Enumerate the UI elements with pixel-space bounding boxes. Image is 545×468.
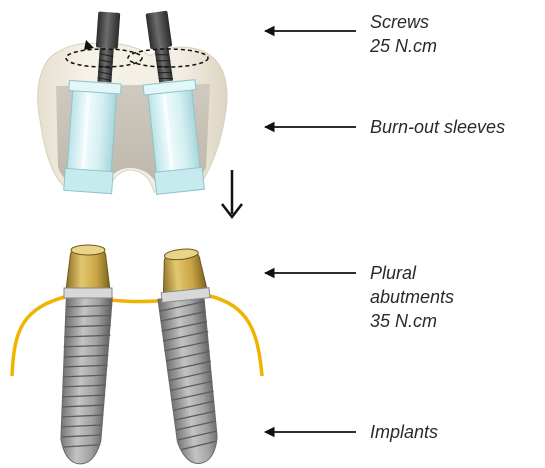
label-implants: Implants [370,420,438,444]
label-sleeves: Burn-out sleeves [370,115,505,139]
label-abutments-line1: Plural [370,261,454,285]
gum-line [12,296,262,376]
label-screws-name: Screws [370,10,437,34]
label-screws: Screws 25 N.cm [370,10,437,58]
label-abutments-line2: abutments [370,285,454,309]
label-screws-torque: 25 N.cm [370,34,437,58]
abutment-right [157,247,210,303]
implant-left [58,295,113,465]
down-arrow-icon [222,170,242,217]
abutment-left [64,245,112,298]
crown-assembly [38,11,227,195]
implant-assembly [12,245,262,466]
label-sleeves-name: Burn-out sleeves [370,115,505,139]
label-abutments-torque: 35 N.cm [370,309,454,333]
implant-right [158,294,224,466]
label-implants-name: Implants [370,420,438,444]
label-abutments: Plural abutments 35 N.cm [370,261,454,333]
